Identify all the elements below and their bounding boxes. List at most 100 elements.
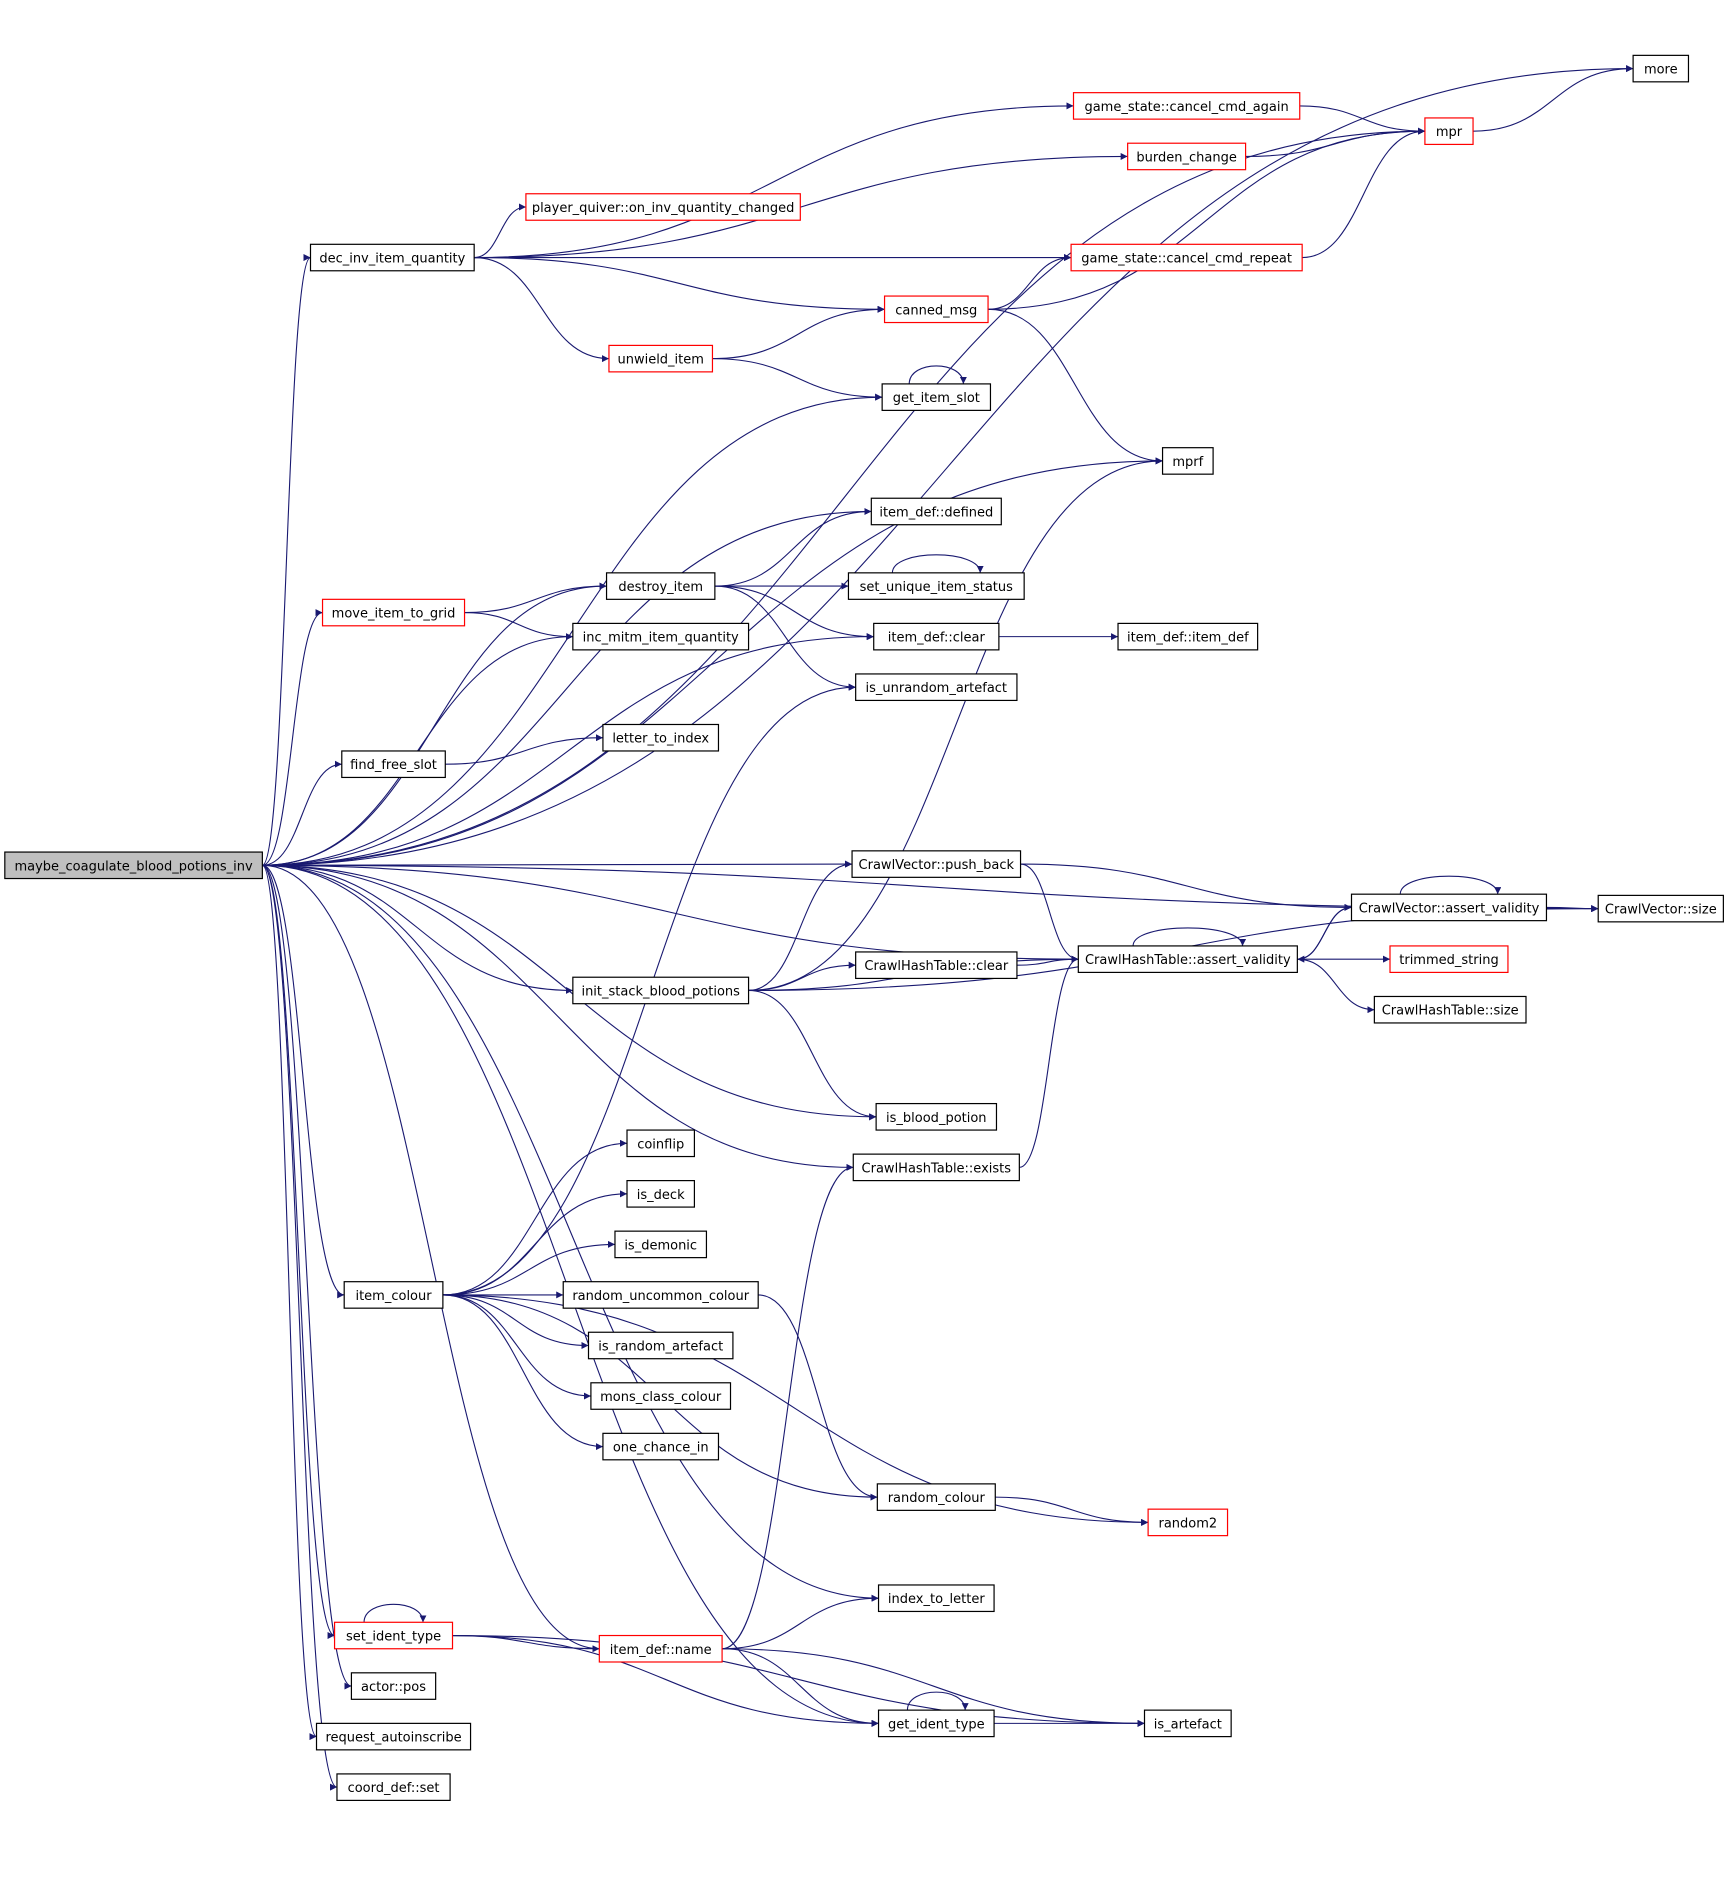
- node-box[interactable]: [341, 750, 446, 779]
- node-box[interactable]: [626, 1180, 696, 1208]
- node-box[interactable]: [309, 243, 475, 272]
- node-box[interactable]: [873, 622, 1000, 651]
- node-box[interactable]: [1161, 447, 1214, 475]
- node-mpr[interactable]: mpr: [1424, 117, 1474, 146]
- node-crawlhashtable-size[interactable]: CrawlHashTable::size: [1373, 995, 1527, 1024]
- node-box[interactable]: [1147, 1508, 1229, 1537]
- node-box[interactable]: [1389, 945, 1509, 974]
- node-crawlvector-push-back[interactable]: CrawlVector::push_back: [851, 850, 1022, 878]
- node-one-chance-in[interactable]: one_chance_in: [602, 1432, 720, 1461]
- node-burden-change[interactable]: burden_change: [1127, 142, 1247, 171]
- node-random-uncommon-colour[interactable]: random_uncommon_colour: [562, 1281, 759, 1309]
- node-box[interactable]: [1350, 893, 1548, 922]
- node-mons-class-colour[interactable]: mons_class_colour: [590, 1382, 732, 1410]
- node-game-state-cancel-cmd-repeat[interactable]: game_state::cancel_cmd_repeat: [1070, 243, 1303, 272]
- node-box[interactable]: [847, 572, 1025, 600]
- node-is-blood-potion[interactable]: is_blood_potion: [875, 1102, 998, 1131]
- node-box[interactable]: [876, 1483, 996, 1511]
- node-letter-to-index[interactable]: letter_to_index: [602, 723, 720, 752]
- node-box[interactable]: [877, 1709, 995, 1738]
- node-box[interactable]: [590, 1382, 732, 1410]
- node-is-deck[interactable]: is_deck: [626, 1180, 696, 1208]
- node-box[interactable]: [572, 976, 750, 1005]
- node-box[interactable]: [321, 598, 466, 627]
- node-box[interactable]: [602, 723, 720, 752]
- node-box[interactable]: [602, 1432, 720, 1461]
- node-box[interactable]: [525, 193, 801, 221]
- node-box[interactable]: [877, 1584, 995, 1613]
- node-player-quiver-on-inv-quantity-changed[interactable]: player_quiver::on_inv_quantity_changed: [525, 193, 801, 221]
- node-box[interactable]: [855, 951, 1018, 980]
- node-unwield-item[interactable]: unwield_item: [608, 344, 714, 373]
- node-box[interactable]: [1072, 92, 1301, 120]
- node-maybe-coagulate-blood-potions-inv[interactable]: maybe_coagulate_blood_potions_inv: [4, 851, 263, 880]
- node-box[interactable]: [608, 344, 714, 373]
- node-box[interactable]: [343, 1281, 444, 1309]
- node-init-stack-blood-potions[interactable]: init_stack_blood_potions: [572, 976, 750, 1005]
- node-get-ident-type[interactable]: get_ident_type: [877, 1709, 995, 1738]
- node-box[interactable]: [614, 1230, 708, 1259]
- node-crawlvector-size[interactable]: CrawlVector::size: [1597, 894, 1724, 923]
- node-actor-pos[interactable]: actor::pos: [350, 1672, 437, 1700]
- node-random2[interactable]: random2: [1147, 1508, 1229, 1537]
- node-set-unique-item-status[interactable]: set_unique_item_status: [847, 572, 1025, 600]
- node-box[interactable]: [855, 673, 1018, 702]
- node-inc-mitm-item-quantity[interactable]: inc_mitm_item_quantity: [572, 622, 750, 651]
- node-box[interactable]: [1373, 995, 1527, 1024]
- node-dec-inv-item-quantity[interactable]: dec_inv_item_quantity: [309, 243, 475, 272]
- node-box[interactable]: [875, 1102, 998, 1131]
- node-box[interactable]: [1597, 894, 1724, 923]
- node-box[interactable]: [333, 1621, 454, 1650]
- node-box[interactable]: [1632, 54, 1690, 83]
- node-is-artefact[interactable]: is_artefact: [1143, 1709, 1232, 1738]
- node-item-def-defined[interactable]: item_def::defined: [870, 497, 1002, 526]
- node-mprf[interactable]: mprf: [1161, 447, 1214, 475]
- node-destroy-item[interactable]: destroy_item: [605, 572, 716, 600]
- node-is-unrandom-artefact[interactable]: is_unrandom_artefact: [855, 673, 1018, 702]
- node-canned-msg[interactable]: canned_msg: [883, 295, 989, 324]
- node-box[interactable]: [336, 1773, 451, 1801]
- node-move-item-to-grid[interactable]: move_item_to_grid: [321, 598, 466, 627]
- node-request-autoinscribe[interactable]: request_autoinscribe: [315, 1722, 472, 1751]
- node-box[interactable]: [881, 383, 992, 411]
- node-get-item-slot[interactable]: get_item_slot: [881, 383, 992, 411]
- node-box[interactable]: [1143, 1709, 1232, 1738]
- node-coord-def-set[interactable]: coord_def::set: [336, 1773, 451, 1801]
- node-is-random-artefact[interactable]: is_random_artefact: [587, 1331, 734, 1360]
- node-crawlhashtable-assert-validity[interactable]: CrawlHashTable::assert_validity: [1077, 945, 1298, 974]
- node-box[interactable]: [1077, 945, 1298, 974]
- node-box[interactable]: [572, 622, 750, 651]
- node-box[interactable]: [562, 1281, 759, 1309]
- node-item-colour[interactable]: item_colour: [343, 1281, 444, 1309]
- node-box[interactable]: [883, 295, 989, 324]
- node-box[interactable]: [350, 1672, 437, 1700]
- node-box[interactable]: [626, 1129, 696, 1158]
- node-box[interactable]: [851, 850, 1022, 878]
- node-crawlhashtable-clear[interactable]: CrawlHashTable::clear: [855, 951, 1018, 980]
- node-box[interactable]: [1127, 142, 1247, 171]
- node-box[interactable]: [587, 1331, 734, 1360]
- node-item-def-item-def[interactable]: item_def::item_def: [1117, 622, 1259, 651]
- node-is-demonic[interactable]: is_demonic: [614, 1230, 708, 1259]
- node-more[interactable]: more: [1632, 54, 1690, 83]
- node-trimmed-string[interactable]: trimmed_string: [1389, 945, 1509, 974]
- node-coinflip[interactable]: coinflip: [626, 1129, 696, 1158]
- node-box[interactable]: [1117, 622, 1259, 651]
- node-game-state-cancel-cmd-again[interactable]: game_state::cancel_cmd_again: [1072, 92, 1301, 120]
- node-box[interactable]: [4, 851, 263, 880]
- node-item-def-name[interactable]: item_def::name: [598, 1634, 723, 1663]
- node-find-free-slot[interactable]: find_free_slot: [341, 750, 446, 779]
- node-box[interactable]: [870, 497, 1002, 526]
- node-box[interactable]: [315, 1722, 472, 1751]
- node-box[interactable]: [605, 572, 716, 600]
- node-box[interactable]: [852, 1153, 1020, 1182]
- node-box[interactable]: [598, 1634, 723, 1663]
- node-index-to-letter[interactable]: index_to_letter: [877, 1584, 995, 1613]
- node-set-ident-type[interactable]: set_ident_type: [333, 1621, 454, 1650]
- node-box[interactable]: [1424, 117, 1474, 146]
- node-crawlvector-assert-validity[interactable]: CrawlVector::assert_validity: [1350, 893, 1548, 922]
- node-random-colour[interactable]: random_colour: [876, 1483, 996, 1511]
- node-crawlhashtable-exists[interactable]: CrawlHashTable::exists: [852, 1153, 1020, 1182]
- node-box[interactable]: [1070, 243, 1303, 272]
- node-item-def-clear[interactable]: item_def::clear: [873, 622, 1000, 651]
